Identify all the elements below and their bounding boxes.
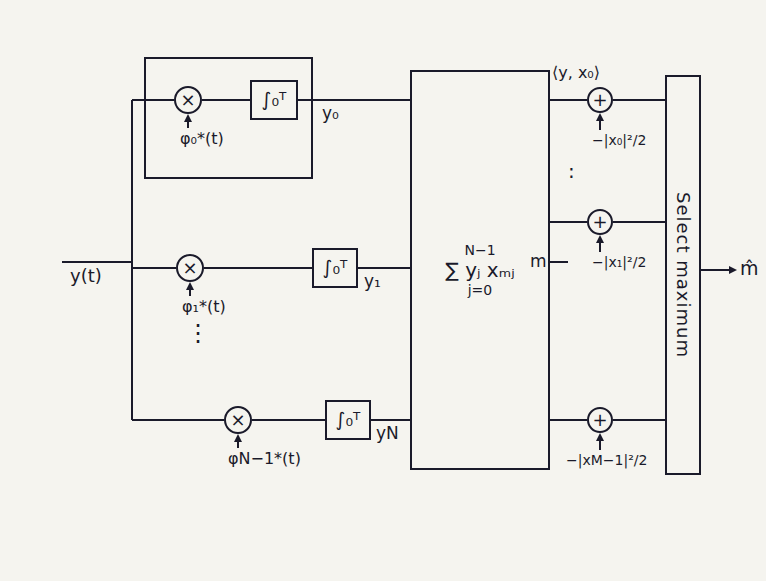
index-tick xyxy=(550,261,568,263)
arrow-head xyxy=(596,113,604,121)
node-text: + xyxy=(592,410,607,431)
connector xyxy=(358,267,410,269)
correlation-box: N−1∑ yⱼ xₘⱼj=0 xyxy=(410,70,550,470)
connector xyxy=(252,419,325,421)
bias-term: −|xM−1|²/2 xyxy=(566,452,647,468)
node-text: + xyxy=(592,212,607,233)
multiplier: × xyxy=(174,86,202,114)
connector xyxy=(613,419,665,421)
circle-shape xyxy=(177,255,203,281)
node-text: Select maximum xyxy=(673,192,694,358)
select-max-box: Select maximum xyxy=(665,75,701,475)
basis-function: φ₁*(t) xyxy=(182,298,226,316)
adder: + xyxy=(587,209,613,235)
adder: + xyxy=(587,407,613,433)
circle-shape xyxy=(588,88,612,112)
connector xyxy=(550,221,587,223)
node-text: N−1 xyxy=(464,242,495,258)
input-wire xyxy=(132,99,174,101)
branch-frame xyxy=(145,58,312,178)
input-wire xyxy=(132,419,224,421)
signal-name: yN xyxy=(376,424,399,444)
arrow-head xyxy=(729,266,737,274)
adder: + xyxy=(587,87,613,113)
node-text: × xyxy=(230,410,245,431)
inner-product: ⟨y, x₀⟩ xyxy=(552,64,600,82)
bias-term: −|x₀|²/2 xyxy=(592,132,646,148)
connector xyxy=(550,99,587,101)
index-name: m xyxy=(530,252,547,272)
connector xyxy=(613,221,665,223)
node-text: × xyxy=(182,258,197,279)
node-text: ∫₀ᵀ xyxy=(262,89,287,111)
signal-name: y(t) xyxy=(70,266,102,287)
arrow-head xyxy=(596,433,604,441)
circle-shape xyxy=(588,210,612,234)
node-text: ∫₀ᵀ xyxy=(336,409,361,431)
circle-shape xyxy=(225,407,251,433)
signal-name: y₀ xyxy=(322,104,339,124)
connector xyxy=(613,99,665,101)
ellipsis: : xyxy=(568,160,575,183)
bias-term: −|x₁|²/2 xyxy=(592,254,646,270)
arrow-head xyxy=(234,434,242,442)
input-bus xyxy=(131,100,133,420)
connector xyxy=(550,419,587,421)
node-text: × xyxy=(180,90,195,111)
arrow-head xyxy=(184,114,192,122)
output-arrow xyxy=(701,269,732,271)
node-text: ∫₀ᵀ xyxy=(323,257,348,279)
multiplier: × xyxy=(176,254,204,282)
circle-shape xyxy=(588,408,612,432)
connector xyxy=(202,99,250,101)
arrow-head xyxy=(186,282,194,290)
node-text: ∑ yⱼ xₘⱼ xyxy=(445,259,514,282)
signal-name: y₁ xyxy=(364,272,381,292)
arrow-head xyxy=(596,235,604,243)
integrator-box: ∫₀ᵀ xyxy=(250,80,298,120)
basis-function: φN−1*(t) xyxy=(228,450,301,468)
multiplier: × xyxy=(224,406,252,434)
basis-function: φ₀*(t) xyxy=(180,130,224,148)
node-text: + xyxy=(592,90,607,111)
node-text: j=0 xyxy=(468,282,493,298)
connector xyxy=(371,419,410,421)
integrator-box: ∫₀ᵀ xyxy=(312,248,358,288)
input-wire xyxy=(132,267,176,269)
ellipsis: ⋮ xyxy=(186,320,210,348)
connector xyxy=(204,267,312,269)
integrator-box: ∫₀ᵀ xyxy=(325,400,371,440)
circle-shape xyxy=(175,87,201,113)
connector xyxy=(298,99,410,101)
decision-output: m̂ xyxy=(740,258,759,280)
input-wire xyxy=(62,261,132,263)
